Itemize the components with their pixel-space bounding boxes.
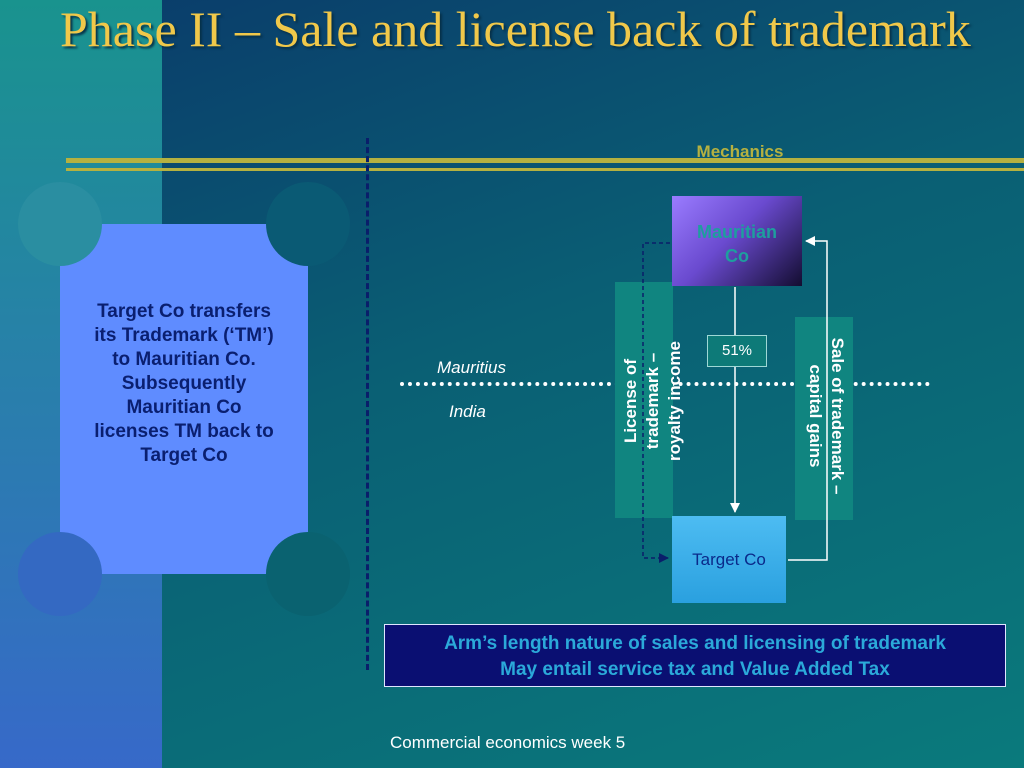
license-flow-label: License of trademark – royalty income bbox=[621, 341, 684, 461]
callout-notch bbox=[266, 532, 350, 616]
note-line: May entail service tax and Value Added T… bbox=[500, 659, 890, 680]
slide-footer: Commercial economics week 5 bbox=[390, 733, 626, 752]
notes-box: Arm’s length nature of sales and licensi… bbox=[384, 624, 1006, 687]
title-rule-top bbox=[66, 158, 1024, 163]
slide-title: Phase II – Sale and license back of trad… bbox=[60, 1, 971, 57]
note-line: Arm’s length nature of sales and licensi… bbox=[444, 633, 946, 654]
mechanics-label: Mechanics bbox=[696, 142, 784, 161]
summary-callout: Target Co transfers its Trademark (‘TM’)… bbox=[18, 182, 350, 616]
target-co-box: Target Co bbox=[672, 516, 786, 603]
callout-notch bbox=[266, 182, 350, 266]
mauritian-co-box: Mauritian Co bbox=[672, 196, 802, 286]
callout-text: Target Co transfers its Trademark (‘TM’)… bbox=[94, 301, 274, 466]
ownership-percent-label: 51% bbox=[707, 335, 767, 367]
jurisdiction-mauritius: Mauritius bbox=[437, 358, 506, 377]
vertical-divider bbox=[366, 138, 369, 670]
sale-flow-label: Sale of trademark – capital gains bbox=[806, 337, 847, 495]
callout-notch bbox=[18, 532, 102, 616]
callout-notch bbox=[18, 182, 102, 266]
title-rule-bottom bbox=[66, 168, 1024, 171]
jurisdiction-india: India bbox=[449, 402, 486, 421]
